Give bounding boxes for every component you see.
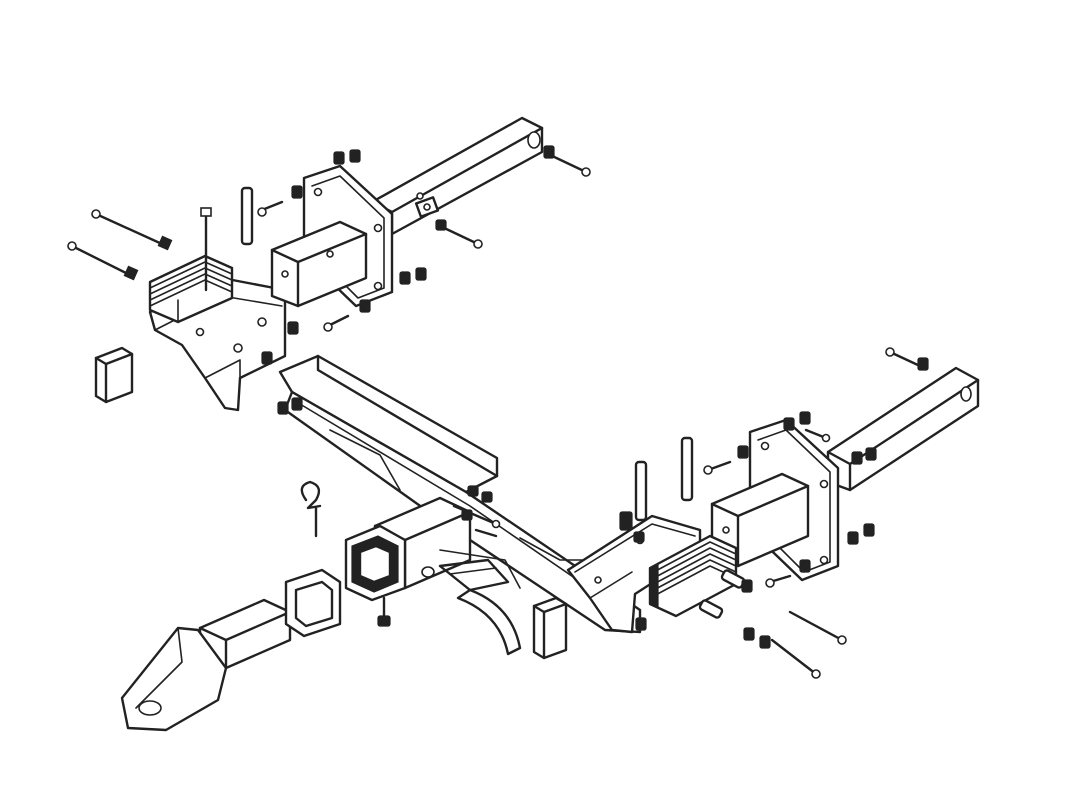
- left-side-arm: [370, 116, 544, 236]
- right-shim-pack: [648, 534, 738, 618]
- bolt-set: [67, 145, 929, 679]
- left-rubber-pad: [94, 346, 134, 404]
- ball-mount-tongue: [120, 598, 292, 732]
- curved-strap: [456, 588, 522, 656]
- left-receiver-box: [270, 220, 368, 308]
- hitch-cover-square: [284, 568, 342, 638]
- hitch-pin: [377, 596, 391, 627]
- right-side-arm: [826, 366, 980, 492]
- r-clip: [300, 480, 322, 538]
- safety-chain-plate: [438, 558, 510, 592]
- center-rubber-pad: [532, 596, 568, 660]
